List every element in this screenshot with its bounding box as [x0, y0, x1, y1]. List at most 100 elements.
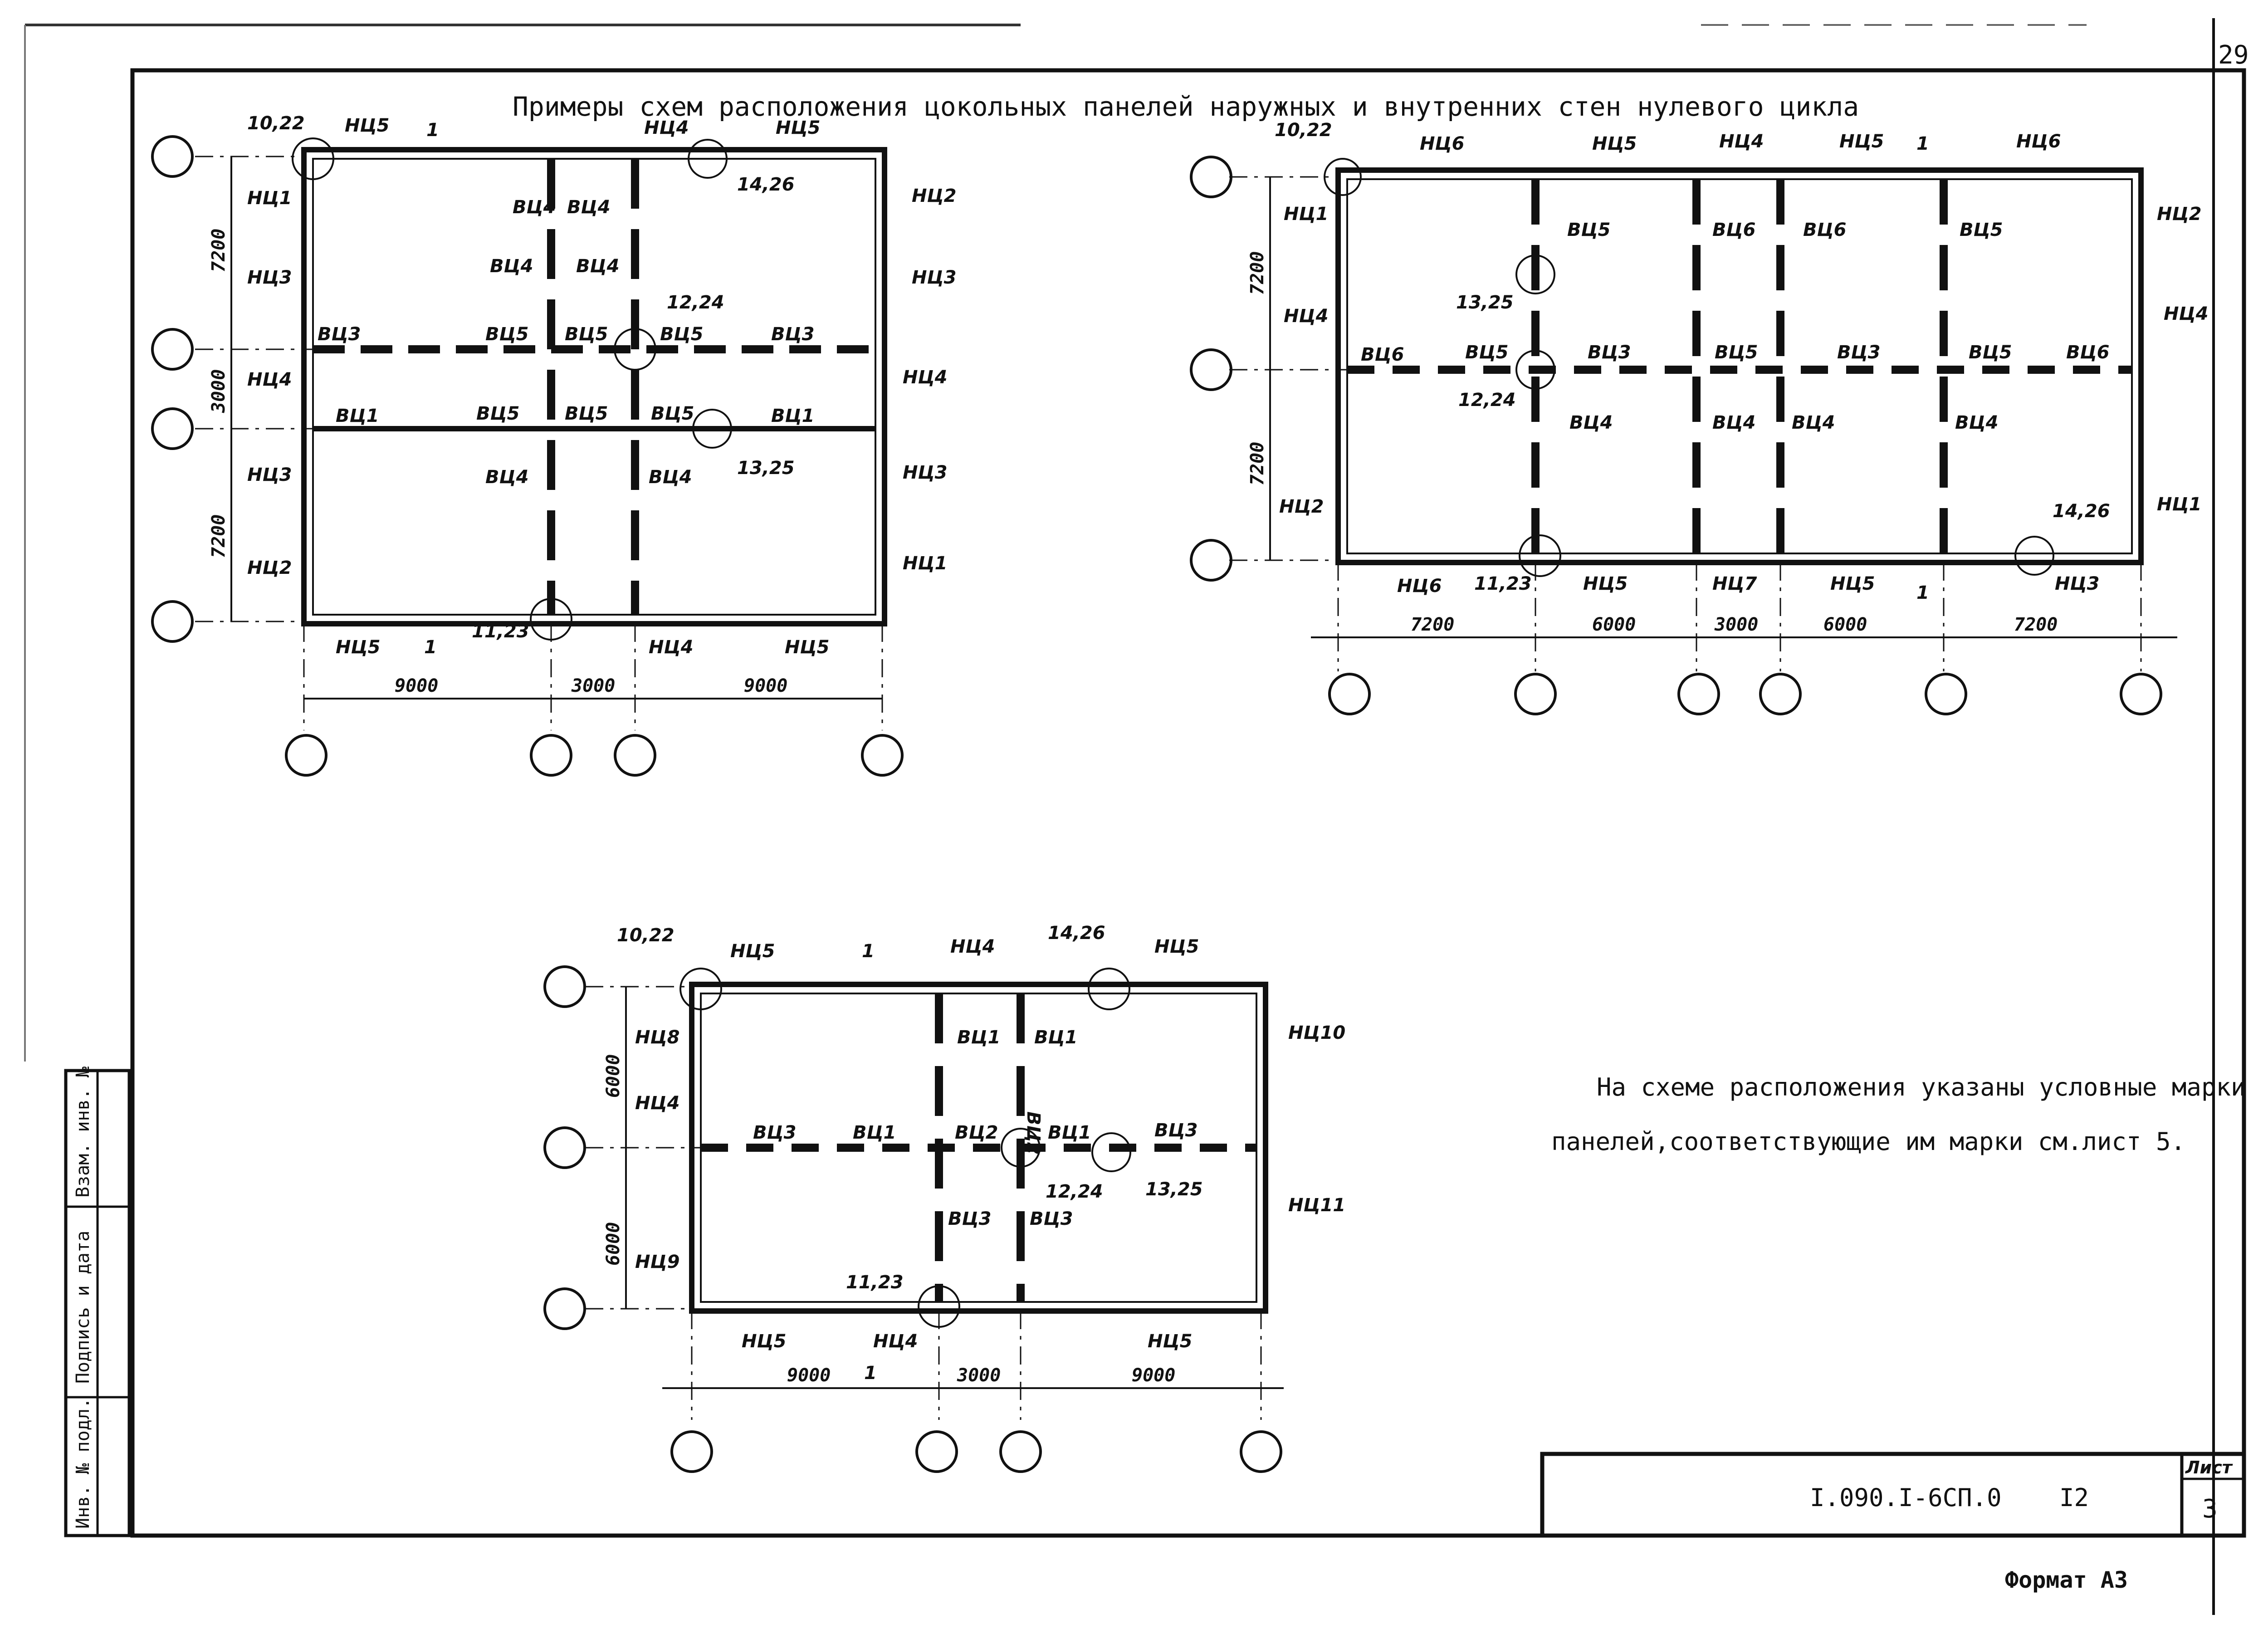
- panel-label: ВЦ3: [1030, 1208, 1073, 1229]
- panel-label: НЦ5: [345, 115, 389, 136]
- drawing-title: Примеры схем расположения цокольных пане…: [513, 91, 1859, 122]
- panel-label: ВЦ3: [771, 324, 814, 345]
- node-label: 12,24: [1458, 390, 1516, 411]
- node-label: 10,22: [617, 925, 675, 946]
- panel-label: НЦ1: [2157, 494, 2201, 515]
- panel-label: ВЦ2: [955, 1122, 998, 1143]
- panel-label: ВЦ2: [1023, 1111, 1044, 1155]
- panel-label: НЦ1: [1284, 204, 1328, 225]
- stamp-signature-label: Подпись и дата: [73, 1231, 93, 1384]
- panel-label: НЦ6: [1397, 576, 1442, 597]
- section-mark: 1: [864, 1363, 877, 1384]
- panel-label: НЦ5: [1583, 573, 1628, 594]
- plan-1: [151, 135, 904, 777]
- section-mark: 1: [1916, 582, 1929, 603]
- node-label: 14,26: [2053, 501, 2110, 522]
- plan3-dim-left: 6000: [603, 1222, 624, 1266]
- panel-label: НЦ5: [1148, 1331, 1192, 1352]
- panel-label: ВЦ3: [1154, 1120, 1198, 1141]
- panel-label: НЦ5: [1839, 131, 1884, 152]
- plan2-labels: 7200 6000 3000 6000 7200 7200 7200 10,22…: [1247, 120, 2208, 635]
- panel-label: НЦ3: [903, 462, 947, 483]
- panel-label: НЦ8: [635, 1027, 679, 1048]
- panel-label: НЦ5: [742, 1331, 786, 1352]
- panel-label: НЦ2: [247, 558, 292, 578]
- plan2-dim-left: 7200: [1247, 442, 1268, 485]
- node-label: 11,23: [1474, 573, 1532, 594]
- panel-label: ВЦ1: [1048, 1122, 1091, 1143]
- panel-label: НЦ4: [1719, 131, 1764, 152]
- panel-label: НЦ5: [785, 637, 829, 658]
- stamp-inventory-label: Инв. № подл.: [73, 1398, 93, 1529]
- panel-label: ВЦ3: [1588, 342, 1631, 363]
- plan1-dim-bottom: 9000: [744, 675, 787, 696]
- document-number: I2: [2059, 1483, 2089, 1512]
- panel-label: ВЦ4: [1569, 412, 1613, 433]
- panel-label: НЦ1: [247, 188, 292, 209]
- panel-label: ВЦ3: [753, 1122, 796, 1143]
- sheet-number: 3: [2202, 1494, 2218, 1524]
- panel-label: ВЦ1: [1034, 1027, 1077, 1048]
- panel-label: НЦ5: [730, 941, 775, 962]
- node-label: 10,22: [1275, 120, 1332, 141]
- panel-label: ВЦ4: [485, 467, 528, 488]
- plan-3: [543, 965, 1284, 1473]
- panel-label: НЦ4: [1284, 306, 1328, 327]
- panel-label: НЦ7: [1712, 573, 1757, 594]
- panel-label: ВЦ5: [565, 324, 608, 345]
- panel-label: ВЦ5: [1465, 342, 1508, 363]
- panel-label: НЦ4: [873, 1331, 918, 1352]
- plan2-dim-bottom: 6000: [1592, 614, 1636, 635]
- section-mark: 1: [424, 637, 437, 658]
- plan3-labels: 9000 3000 9000 6000 6000 10,22 14,26 12,…: [603, 923, 1345, 1386]
- section-mark: 1: [426, 120, 439, 141]
- panel-label: НЦ2: [1279, 496, 1324, 517]
- panel-label: НЦ6: [1420, 133, 1464, 154]
- panel-label: ВЦ4: [513, 197, 556, 218]
- panel-label: НЦ3: [2055, 573, 2099, 594]
- panel-label: НЦ4: [903, 367, 947, 388]
- panel-label: ВЦ4: [1792, 412, 1835, 433]
- plan3-dim-bottom: 3000: [957, 1365, 1001, 1386]
- plan3-dim-bottom: 9000: [1132, 1365, 1175, 1386]
- panel-label: ВЦ1: [771, 406, 814, 426]
- plan1-dim-bottom: 3000: [571, 675, 615, 696]
- panel-label: НЦ11: [1288, 1195, 1345, 1216]
- panel-label: ВЦ1: [853, 1122, 896, 1143]
- panel-label: ВЦ4: [567, 197, 610, 218]
- plan2-dim-bottom: 3000: [1714, 614, 1758, 635]
- panel-label: НЦ5: [776, 117, 820, 138]
- panel-label: НЦ3: [247, 465, 292, 485]
- plan1-labels: 9000 3000 9000 7200 3000 7200 10,22 14,2…: [208, 113, 956, 696]
- section-mark: 1: [862, 941, 875, 962]
- panel-label: НЦ4: [247, 369, 292, 390]
- plan1-dim-bottom: 9000: [395, 675, 438, 696]
- panel-label: ВЦ5: [565, 403, 608, 424]
- panel-label: НЦ2: [912, 186, 956, 206]
- panel-label: ВЦ5: [660, 324, 703, 345]
- note-line-2: панелей,соответствующие им марки см.лист…: [1551, 1127, 2185, 1156]
- format-label: Формат A3: [2005, 1567, 2128, 1593]
- node-label: 14,26: [737, 174, 795, 195]
- node-label: 13,25: [737, 458, 795, 479]
- node-label: 10,22: [247, 113, 305, 134]
- panel-label: ВЦ5: [476, 403, 519, 424]
- panel-label: НЦ2: [2157, 204, 2201, 225]
- drawing-frame: [130, 68, 2246, 1538]
- plan1-dim-left: 7200: [208, 229, 229, 272]
- panel-label: ВЦ3: [1837, 342, 1880, 363]
- panel-label: НЦ4: [950, 936, 995, 957]
- panel-label: НЦ10: [1288, 1022, 1345, 1043]
- panel-label: ВЦ6: [2066, 342, 2109, 363]
- node-label: 11,23: [472, 621, 529, 642]
- panel-label: НЦ9: [635, 1252, 679, 1272]
- title-block: I.090.I-6СП.0 I2 Лист 3: [1540, 1452, 2246, 1538]
- panel-label: НЦ4: [635, 1093, 679, 1114]
- document-code: I.090.I-6СП.0: [1810, 1483, 2002, 1512]
- node-label: 11,23: [846, 1272, 904, 1293]
- panel-label: НЦ5: [1592, 133, 1637, 154]
- panel-label: ВЦ3: [318, 324, 361, 345]
- sheet-label: Лист: [2185, 1458, 2233, 1477]
- panel-label: ВЦ6: [1361, 344, 1404, 365]
